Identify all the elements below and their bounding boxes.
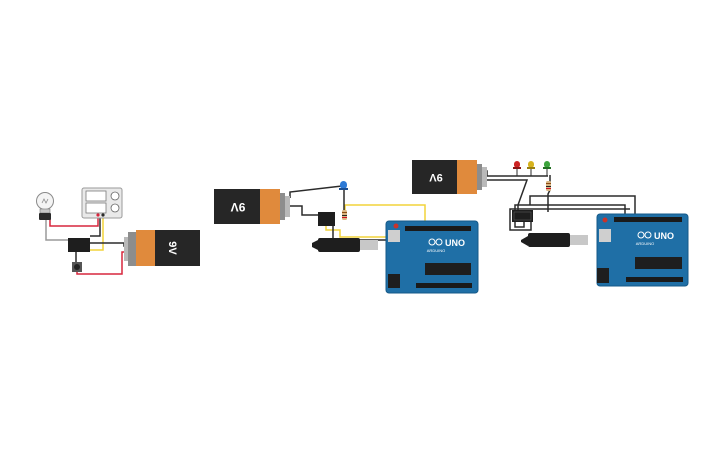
wire-battery-to-led[interactable] xyxy=(289,185,343,198)
arduino-3-logo: UNO xyxy=(654,231,674,241)
circuit-1: 9V xyxy=(36,187,200,275)
wire-battery-to-relay[interactable] xyxy=(290,205,318,216)
resistor-3[interactable] xyxy=(546,181,551,191)
battery-3[interactable]: 9V xyxy=(412,160,487,194)
arduino-2-brand: ARDUINO xyxy=(427,248,445,253)
reset-button[interactable] xyxy=(602,217,608,223)
usb-cable-2[interactable] xyxy=(312,238,378,252)
wire-button-to-battery[interactable] xyxy=(76,251,132,275)
lightbulb-icon[interactable] xyxy=(36,192,54,221)
supply-knob-top[interactable] xyxy=(110,191,120,201)
arduino-uno-3[interactable]: UNO ARDUINO xyxy=(596,213,689,287)
arduino-uno-2[interactable]: UNO ARDUINO xyxy=(385,220,479,294)
relay-2[interactable] xyxy=(318,212,335,226)
circuit-3: 9V xyxy=(412,160,689,287)
wire-supply-black[interactable] xyxy=(90,213,101,237)
power-supply[interactable] xyxy=(81,187,123,219)
wire-battery-to-relay[interactable] xyxy=(485,179,529,210)
supply-terminal-black[interactable] xyxy=(101,213,105,217)
usb-cable-3[interactable] xyxy=(521,233,588,247)
supply-knob-bottom[interactable] xyxy=(110,203,120,213)
pushbutton-icon[interactable] xyxy=(72,262,82,272)
wire-relay-to-arduino-1[interactable] xyxy=(529,195,636,215)
battery-1-label: 9V xyxy=(166,241,178,255)
supply-terminal-red[interactable] xyxy=(96,213,100,217)
led-blue[interactable] xyxy=(339,181,348,190)
wire-supply-yellow[interactable] xyxy=(90,213,104,251)
wire-relay-to-arduino-3[interactable] xyxy=(509,208,630,231)
wire-bulb-to-relay[interactable] xyxy=(45,215,70,241)
battery-2[interactable]: 9V xyxy=(214,189,290,224)
battery-2-label: 9V xyxy=(231,200,246,214)
wire-bulb-to-supply[interactable] xyxy=(49,213,99,227)
resistor-2[interactable] xyxy=(342,210,347,220)
battery-3-label: 9V xyxy=(429,171,443,183)
circuit-2: 9V xyxy=(214,181,479,294)
relay-3[interactable] xyxy=(512,210,533,222)
arduino-3-brand: ARDUINO xyxy=(636,241,654,246)
relay[interactable] xyxy=(68,238,90,252)
led-green[interactable] xyxy=(543,161,551,176)
led-yellow[interactable] xyxy=(527,161,535,176)
reset-button[interactable] xyxy=(393,223,399,229)
wire-led-green-to-relay[interactable] xyxy=(547,175,551,212)
arduino-2-logo-icon xyxy=(428,238,443,246)
arduino-3-logo-icon xyxy=(637,231,652,239)
arduino-2-logo: UNO xyxy=(445,238,465,248)
battery-1[interactable]: 9V xyxy=(124,230,200,266)
led-red[interactable] xyxy=(513,161,521,176)
